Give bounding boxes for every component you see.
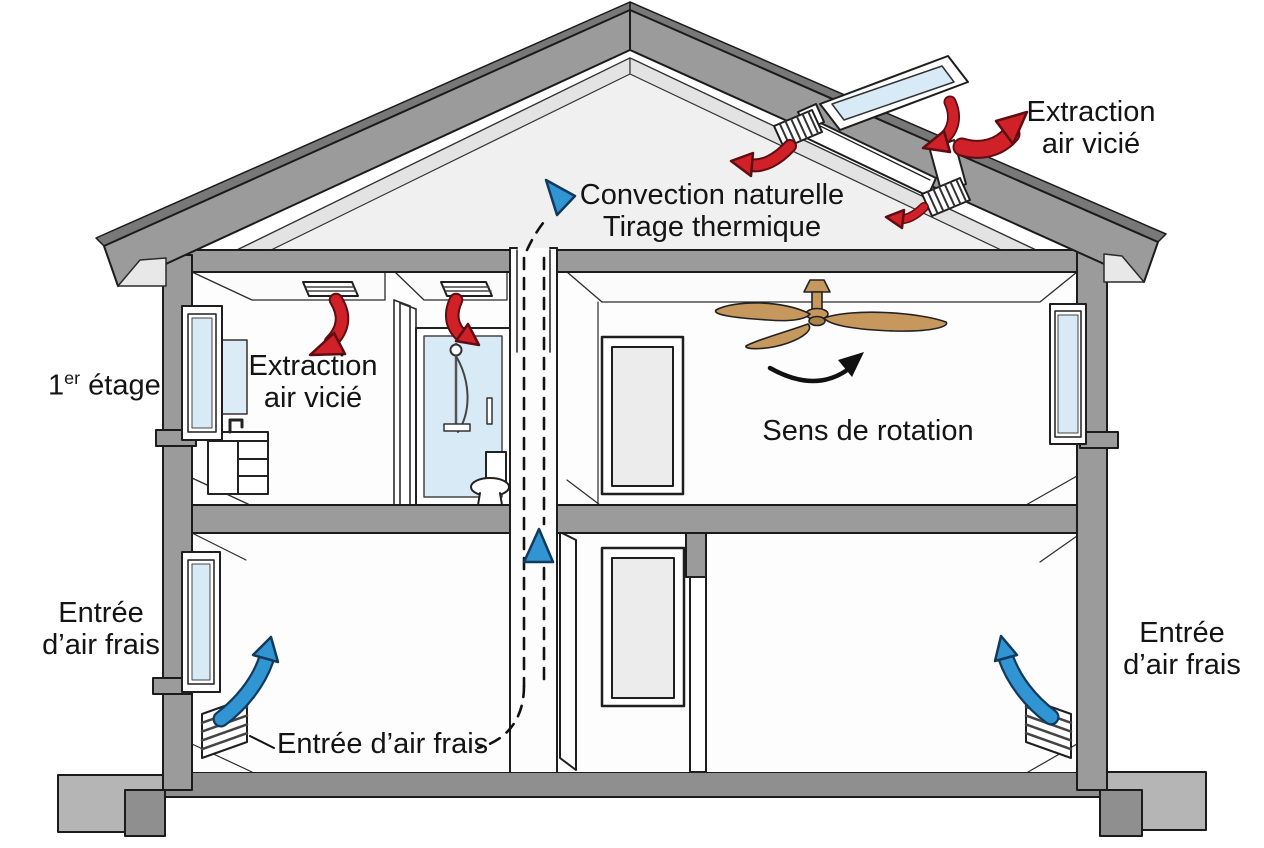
floor-slab-left [162, 504, 516, 534]
fan-blade-right [823, 311, 948, 332]
red-arrow-bathroom-icon [444, 292, 481, 347]
red-arrow-roof-small-icon [884, 202, 929, 230]
partition-header [685, 532, 707, 578]
window-left-first-floor [181, 305, 223, 441]
red-arrow-left-room-icon [308, 292, 350, 357]
label-convection: Convection naturelle Tirage thermique [579, 179, 845, 244]
ceiling-fan [714, 279, 948, 350]
mirror [221, 339, 248, 415]
label-first-floor: 1er étage [48, 368, 161, 402]
label-extraction-room: Extraction air vicié [248, 350, 378, 415]
extraction-arrows [308, 95, 1029, 357]
blue-arrow-right-icon [993, 634, 1060, 726]
leader-line [249, 735, 275, 749]
convection-dashed-path [476, 215, 550, 750]
red-arrow-outflow-icon [952, 110, 1029, 159]
label-extraction-roof: Extraction air vicié [1026, 96, 1156, 161]
attic [195, 57, 1075, 279]
label-fresh-air-left: Entrée d’air frais [42, 597, 160, 662]
attic-floor-slab-left [162, 249, 516, 273]
red-arrow-sash-icon [921, 95, 960, 154]
roof [95, 1, 1167, 287]
windows [181, 303, 1087, 693]
blue-arrowhead-convection-icon [544, 178, 577, 217]
toilet [470, 451, 510, 506]
label-fresh-air-ground: Entrée d’air frais [277, 728, 489, 760]
partition-wall [689, 576, 707, 773]
roof-window [773, 55, 971, 217]
window-right-first-floor [1049, 303, 1087, 445]
roof-vent-grille-upper [773, 109, 823, 149]
rotation-arrow-icon [767, 352, 864, 384]
roof-vent-grille-lower [921, 177, 971, 217]
eave-soffit-right [1103, 253, 1145, 283]
fan-blade-left [714, 302, 811, 322]
fan-blade-front [745, 323, 811, 350]
red-arrow-roof-inward-icon [729, 139, 797, 178]
ground [57, 771, 1207, 837]
fresh-air-arrows [212, 178, 1060, 728]
faucet-icon [228, 418, 244, 434]
label-fresh-air-right: Entrée d’air frais [1123, 617, 1241, 682]
label-fan-rotation: Sens de rotation [762, 415, 974, 447]
ceiling-vent-bathroom [440, 281, 493, 297]
floor-slab-right [552, 504, 1108, 534]
eave-soffit-left [117, 257, 167, 287]
first-floor-right-room [566, 271, 1078, 506]
bedroom-door [600, 335, 685, 496]
attic-floor-slab-right [552, 249, 1108, 273]
blue-arrowhead-duct-icon [522, 527, 555, 564]
sink-vanity [207, 418, 269, 495]
shower-head-icon [449, 343, 463, 357]
convection-duct [476, 215, 558, 773]
open-door-leaf [559, 531, 577, 771]
hallway-door [600, 546, 686, 708]
window-left-ground-floor [181, 551, 221, 693]
ceiling-vent-left-room [302, 281, 359, 297]
blue-arrow-left-icon [212, 635, 280, 728]
